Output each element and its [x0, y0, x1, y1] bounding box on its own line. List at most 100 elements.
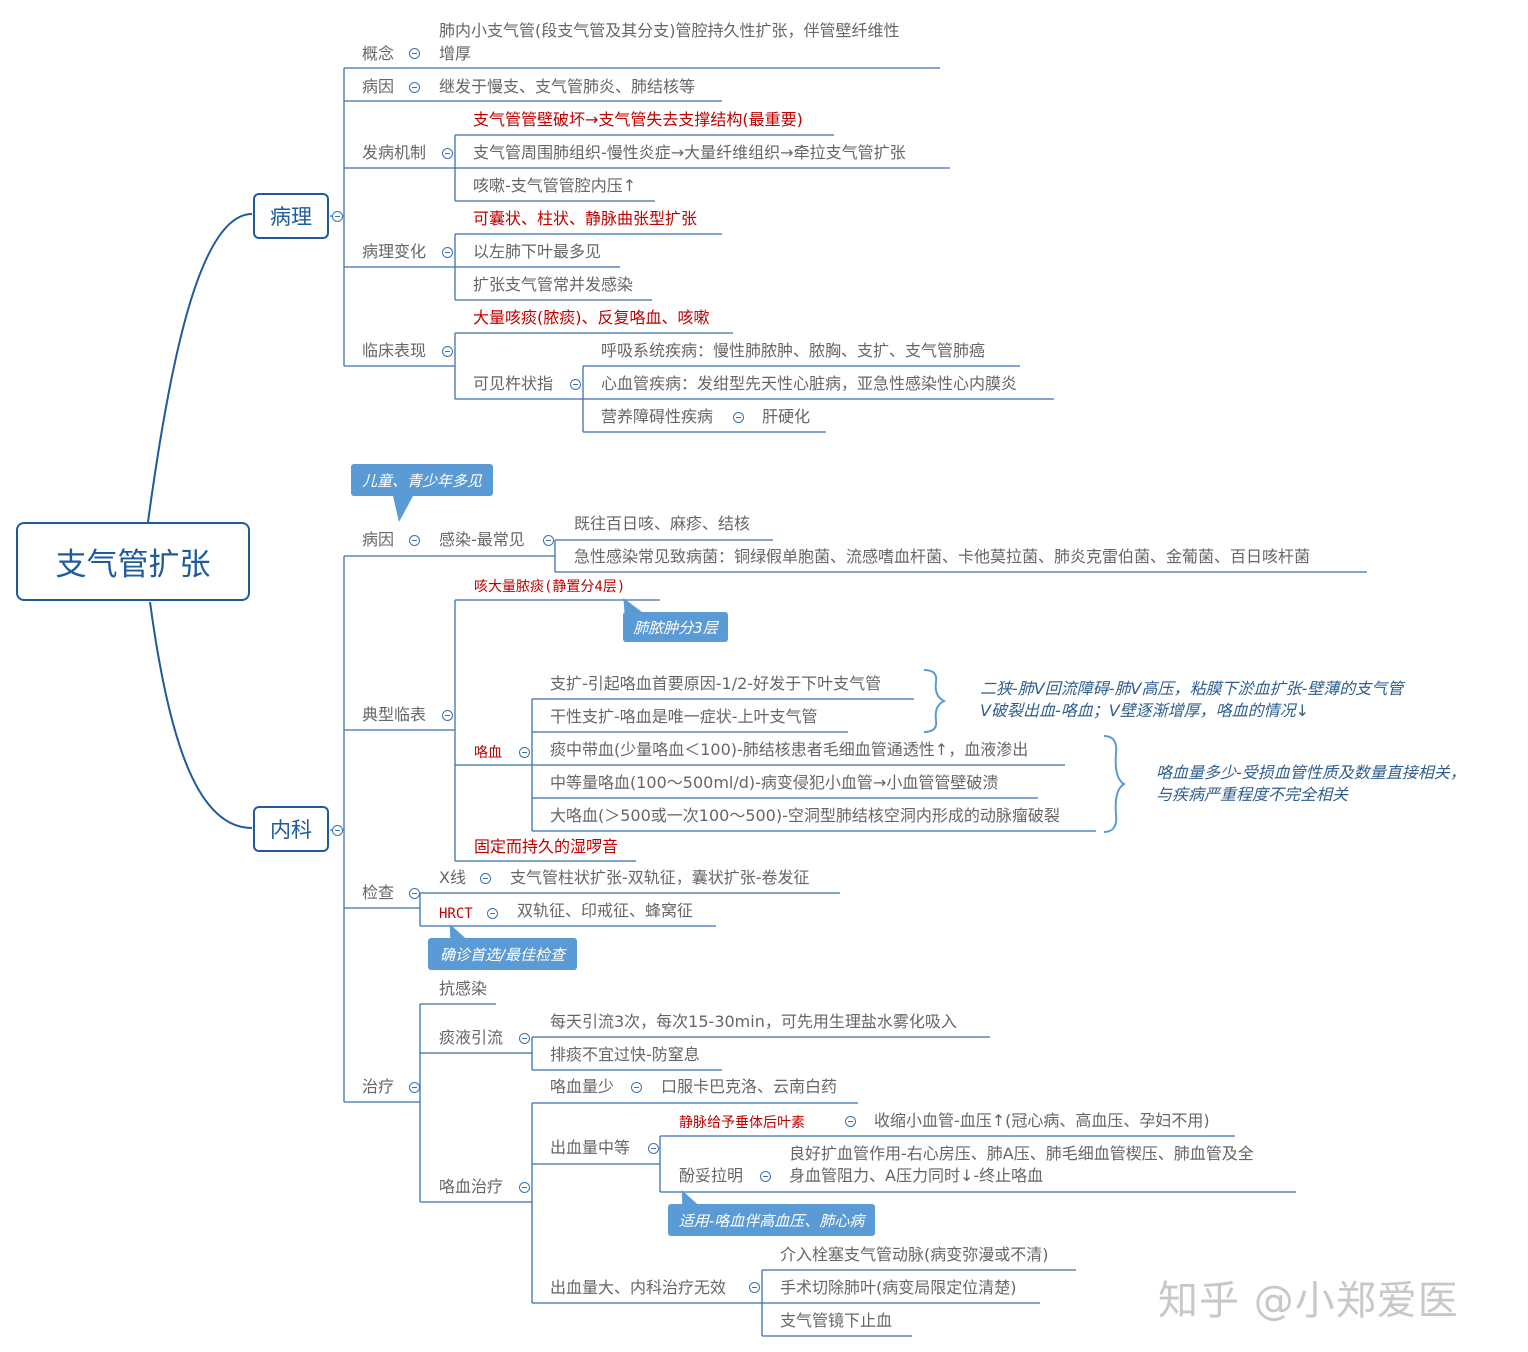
- collapse-toggle-icon[interactable]: [480, 873, 491, 884]
- pathology-cause-label[interactable]: 病因: [362, 77, 395, 96]
- callout-phentolamine-indication[interactable]: 适用-咯血伴高血压、肺心病: [668, 1190, 875, 1236]
- mechanism-label[interactable]: 发病机制: [362, 143, 427, 162]
- infection-item[interactable]: 急性感染常见致病菌：铜绿假单胞菌、流感嗜血杆菌、卡他莫拉菌、肺炎克雷伯菌、金葡菌…: [574, 547, 1311, 566]
- note-hemoptysis-line2[interactable]: 与疾病严重程度不完全相关: [1156, 785, 1349, 804]
- mechanism-item[interactable]: 咳嗽-支气管管腔内压↑: [473, 176, 637, 195]
- note-hemoptysis-line1[interactable]: 咯血量多少-受损血管性质及数量直接相关，: [1156, 763, 1466, 782]
- clubbing-cause-child[interactable]: 肝硬化: [762, 407, 811, 426]
- root-topic[interactable]: 支气管扩张: [16, 522, 250, 601]
- brace-icon: [923, 669, 947, 733]
- collapse-toggle-icon[interactable]: [845, 1116, 856, 1127]
- mechanism-item[interactable]: 支气管管壁破坏→支气管失去支撑结构(最重要): [473, 110, 803, 129]
- collapse-toggle-icon[interactable]: [409, 1082, 420, 1093]
- xray-label[interactable]: X线: [439, 868, 466, 887]
- typical-label[interactable]: 典型临表: [362, 705, 427, 724]
- collapse-toggle-icon[interactable]: [749, 1282, 760, 1293]
- hemoptysis-label[interactable]: 咯血: [474, 745, 502, 761]
- callout-best-exam[interactable]: 确诊首选/最佳检查: [428, 924, 577, 970]
- pathology-concept-text-2[interactable]: 增厚: [439, 44, 472, 63]
- hemoptysis-treatment-label[interactable]: 咯血治疗: [439, 1177, 504, 1196]
- pathology-cause-text[interactable]: 继发于慢支、支气管肺炎、肺结核等: [439, 77, 696, 96]
- callout-text: 肺脓肿分3层: [633, 618, 718, 637]
- collapse-toggle-icon[interactable]: [332, 825, 343, 836]
- collapse-toggle-icon[interactable]: [442, 247, 453, 258]
- large-bleed-item[interactable]: 支气管镜下止血: [780, 1311, 893, 1330]
- collapse-toggle-icon[interactable]: [487, 908, 498, 919]
- phentolamine-text-2[interactable]: 身血管阻力、A压力同时↓-终止咯血: [789, 1166, 1044, 1185]
- sputum-item[interactable]: 咳大量脓痰(静置分4层): [474, 579, 626, 595]
- collapse-toggle-icon[interactable]: [648, 1143, 659, 1154]
- phentolamine-label[interactable]: 酚妥拉明: [679, 1166, 744, 1185]
- internal-cause-label[interactable]: 病因: [362, 530, 395, 549]
- collapse-toggle-icon[interactable]: [631, 1082, 642, 1093]
- drainage-item[interactable]: 排痰不宜过快-防窒息: [550, 1045, 700, 1064]
- collapse-toggle-icon[interactable]: [519, 1033, 530, 1044]
- hemoptysis-item[interactable]: 支扩-引起咯血首要原因-1/2-好发于下叶支气管: [550, 674, 882, 693]
- mechanism-item[interactable]: 支气管周围肺组织-慢性炎症→大量纤维组织→牵拉支气管扩张: [473, 143, 906, 162]
- topic-internal-medicine[interactable]: 内科: [253, 806, 329, 852]
- clubbing-cause[interactable]: 呼吸系统疾病：慢性肺脓肿、脓胸、支扩、支气管肺癌: [601, 341, 986, 360]
- collapse-toggle-icon[interactable]: [519, 1182, 530, 1193]
- clinical-item[interactable]: 大量咳痰(脓痰)、反复咯血、咳嗽: [473, 308, 710, 327]
- callout-children-adolescents[interactable]: 儿童、青少年多见: [351, 464, 493, 522]
- hemoptysis-item[interactable]: 中等量咯血(100～500ml/d)-病变侵犯小血管→小血管管壁破溃: [550, 773, 999, 792]
- callout-tail: [393, 496, 413, 522]
- collapse-toggle-icon[interactable]: [733, 412, 744, 423]
- hrct-label[interactable]: HRCT: [439, 906, 473, 922]
- collapse-toggle-icon[interactable]: [519, 747, 530, 758]
- collapse-toggle-icon[interactable]: [409, 48, 420, 59]
- large-bleed-item[interactable]: 手术切除肺叶(病变局限定位清楚): [780, 1278, 1017, 1297]
- anti-infection[interactable]: 抗感染: [439, 979, 488, 998]
- collapse-toggle-icon[interactable]: [332, 211, 343, 222]
- pathology-concept-text-1[interactable]: 肺内小支气管(段支气管及其分支)管腔持久性扩张，伴管壁纤维性: [439, 21, 900, 40]
- collapse-toggle-icon[interactable]: [442, 148, 453, 159]
- pathology-change-item[interactable]: 以左肺下叶最多见: [473, 242, 602, 261]
- note-bronchiectasis-line1[interactable]: 二狭-肺V回流障碍-肺V高压，粘膜下淤血扩张-壁薄的支气管: [980, 679, 1404, 698]
- clubbing-cause[interactable]: 营养障碍性疾病: [601, 407, 714, 426]
- root-to-pathology-curve: [147, 213, 253, 523]
- treatment-label[interactable]: 治疗: [362, 1077, 395, 1096]
- small-bleed-text[interactable]: 口服卡巴克洛、云南白药: [661, 1077, 838, 1096]
- collapse-toggle-icon[interactable]: [409, 535, 420, 546]
- phentolamine-text-1[interactable]: 良好扩血管作用-右心房压、肺A压、肺毛细血管楔压、肺血管及全: [789, 1144, 1254, 1163]
- callout-text: 适用-咯血伴高血压、肺心病: [678, 1211, 865, 1230]
- pathology-change-item[interactable]: 扩张支气管常并发感染: [473, 275, 634, 294]
- collapse-toggle-icon[interactable]: [409, 82, 420, 93]
- clubbing-cause[interactable]: 心血管疾病：发绀型先天性心脏病，亚急性感染性心内膜炎: [601, 374, 1018, 393]
- pituitrin-text[interactable]: 收缩小血管-血压↑(冠心病、高血压、孕妇不用): [874, 1111, 1210, 1130]
- note-bronchiectasis-line2[interactable]: V破裂出血-咯血；V壁逐渐增厚，咯血的情况↓: [980, 701, 1310, 720]
- hemoptysis-item[interactable]: 痰中带血(少量咯血＜100)-肺结核患者毛细血管通透性↑，血液渗出: [550, 740, 1029, 759]
- xray-text[interactable]: 支气管柱状扩张-双轨征，囊状扩张-卷发征: [510, 868, 810, 887]
- large-bleed-item[interactable]: 介入栓塞支气管动脉(病变弥漫或不清): [780, 1245, 1049, 1264]
- pathology-changes-label[interactable]: 病理变化: [362, 242, 427, 261]
- callout-text: 儿童、青少年多见: [361, 471, 482, 490]
- pituitrin-label[interactable]: 静脉给予垂体后叶素: [679, 1115, 805, 1131]
- collapse-toggle-icon[interactable]: [543, 535, 554, 546]
- pathology-change-item[interactable]: 可囊状、柱状、静脉曲张型扩张: [473, 209, 698, 228]
- hrct-text[interactable]: 双轨征、印戒征、蜂窝征: [517, 901, 694, 920]
- infection-item[interactable]: 既往百日咳、麻疹、结核: [574, 514, 751, 533]
- medium-bleed-label[interactable]: 出血量中等: [550, 1138, 631, 1157]
- hemoptysis-item[interactable]: 大咯血(＞500或一次100～500)-空洞型肺结核空洞内形成的动脉瘤破裂: [550, 806, 1060, 825]
- clinical-label[interactable]: 临床表现: [362, 341, 427, 360]
- large-bleed-label[interactable]: 出血量大、内科治疗无效: [550, 1278, 727, 1297]
- exam-label[interactable]: 检查: [362, 883, 395, 902]
- collapse-toggle-icon[interactable]: [442, 346, 453, 357]
- infection-label[interactable]: 感染-最常见: [439, 530, 525, 549]
- callout-lung-abscess[interactable]: 肺脓肿分3层: [613, 598, 728, 642]
- hemoptysis-item[interactable]: 干性支扩-咯血是唯一症状-上叶支气管: [550, 707, 818, 726]
- clubbing-label[interactable]: 可见杵状指: [473, 374, 554, 393]
- small-bleed-label[interactable]: 咯血量少: [550, 1077, 615, 1096]
- brace-icon: [1103, 735, 1126, 833]
- topic-pathology[interactable]: 病理: [253, 193, 329, 239]
- rales-item[interactable]: 固定而持久的湿啰音: [474, 837, 619, 856]
- pathology-concept-label[interactable]: 概念: [362, 44, 395, 63]
- collapse-toggle-icon[interactable]: [442, 710, 453, 721]
- collapse-toggle-icon[interactable]: [570, 379, 581, 390]
- drainage-item[interactable]: 每天引流3次，每次15-30min，可先用生理盐水雾化吸入: [550, 1012, 957, 1031]
- drainage-label[interactable]: 痰液引流: [439, 1028, 504, 1047]
- collapse-toggle-icon[interactable]: [760, 1171, 771, 1182]
- collapse-toggle-icon[interactable]: [409, 888, 420, 899]
